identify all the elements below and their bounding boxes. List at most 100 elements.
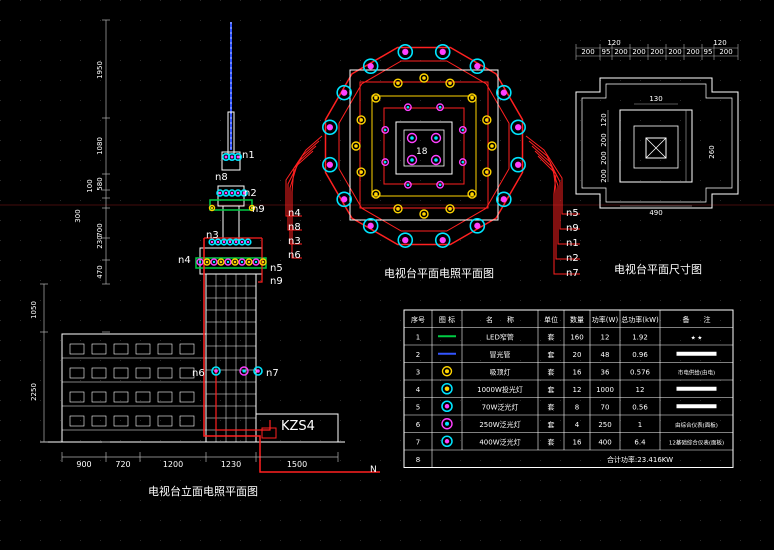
plan-ceiling-lamp-4 — [419, 209, 429, 219]
table-cell-1: 套 — [548, 420, 555, 429]
tag-n3: n3 — [206, 230, 219, 241]
wire-label-left-2: n3 — [288, 236, 301, 247]
hdim-3: 1230 — [221, 460, 241, 469]
table-cell-total: 1.92 — [632, 334, 648, 342]
table-cell-2: 160 — [570, 334, 583, 342]
table-cell-0: 吸顶灯 — [490, 368, 511, 377]
plan-ceiling-lamp-8 — [351, 141, 361, 151]
table-cell-no: 8 — [416, 456, 420, 464]
tag-n2: n2 — [244, 188, 257, 199]
table-cell-no: 4 — [416, 386, 421, 394]
plan-flood-lamp-0 — [434, 44, 451, 60]
plan-dim-left-2: 200 — [600, 151, 608, 164]
wire-label-right-0: n5 — [566, 208, 579, 219]
plan-flood-lamp-10 — [336, 191, 352, 208]
plan-inner-lamp-5 — [404, 103, 412, 112]
plan-inner-lamp-2 — [404, 180, 412, 189]
plan-ceiling-lamp-10 — [371, 93, 381, 103]
table-header-3: 单位 — [544, 315, 558, 324]
lamp-n4-7 — [245, 258, 253, 266]
table-cell-no: 1 — [416, 334, 420, 342]
plan-ceiling-lamp-1 — [482, 167, 492, 177]
table-cell-note: 12基础综合仪表(面板) — [669, 439, 724, 447]
plan-flood-lamp-4 — [510, 156, 526, 173]
vdim-3: 100 — [86, 179, 94, 192]
floodlight-400w-icon — [441, 435, 453, 447]
vdim-5: 700 — [96, 223, 104, 236]
plan-core-lamp-3 — [430, 154, 442, 166]
table-cell-2: 20 — [573, 351, 582, 359]
vdim-4: 300 — [74, 209, 82, 222]
hdim-2: 1200 — [163, 460, 183, 469]
plan-ceiling-lamp-11 — [393, 78, 403, 88]
plan-ceiling-lamp-9 — [356, 115, 366, 125]
table-total: 合计功率:23.416KW — [607, 455, 673, 464]
table-cell-total: 12 — [636, 386, 645, 394]
elevation-title: 电视台立面电照平面图 — [148, 484, 258, 498]
plan-flood-lamp-6 — [469, 218, 486, 234]
lamp-n4-2 — [210, 258, 218, 266]
vdim-8: 1050 — [30, 301, 38, 319]
table-cell-total: 0.576 — [630, 369, 651, 377]
plan-flood-lamp-3 — [510, 119, 526, 136]
plan-flood-lamp-11 — [322, 156, 338, 173]
lamp-n7 — [253, 366, 263, 376]
note-bar — [676, 351, 717, 356]
wire-label-right-4: n7 — [566, 268, 579, 279]
vdim-0: 1950 — [96, 61, 104, 79]
plan-flood-lamp-1 — [469, 58, 486, 74]
lamp-n4-3 — [217, 258, 225, 266]
hdim-4: 1500 — [287, 460, 307, 469]
table-cell-no: 2 — [416, 351, 420, 359]
tag-n9-lower: n9 — [270, 276, 283, 287]
lamp-n4-5 — [231, 258, 239, 266]
plan-dim-row-7: 95 — [704, 48, 713, 56]
lamp-n4-4 — [224, 258, 232, 266]
plan-ceiling-lamp-7 — [356, 167, 366, 177]
table-header-5: 功率(W) — [592, 315, 619, 324]
plan-core-lamp-1 — [430, 132, 442, 144]
plan-dim-row-1: 95 — [602, 48, 611, 56]
table-cell-total: 0.96 — [632, 351, 648, 359]
feeder-line — [203, 238, 380, 473]
lamp-n4-9 — [259, 258, 267, 266]
table-cell-1: 套 — [548, 368, 555, 377]
dim-plan-title: 电视台平面尺寸图 — [614, 262, 702, 276]
table-cell-3: 48 — [601, 351, 610, 359]
tag-n5: n5 — [270, 263, 283, 274]
wire-label-right-3: n2 — [566, 253, 579, 264]
vdim-1: 1080 — [96, 137, 104, 155]
plan-flood-lamp-7 — [434, 232, 451, 248]
table-cell-2: 4 — [575, 421, 580, 429]
table-cell-no: 5 — [416, 404, 420, 412]
lamp-n4-1 — [203, 258, 211, 266]
wire-label-left-1: n8 — [288, 222, 301, 233]
table-cell-0: LED窄管 — [486, 333, 514, 342]
lamp-n6b — [239, 366, 249, 376]
table-cell-2: 16 — [573, 369, 582, 377]
plan-ceiling-lamp-14 — [467, 93, 477, 103]
lamp-n4-6 — [238, 258, 246, 266]
table-cell-2: 12 — [573, 386, 582, 394]
plan-dim-left-1: 200 — [600, 133, 608, 146]
plan-inner-lamp-4 — [381, 126, 390, 134]
vdim-2: 580 — [96, 177, 104, 190]
table-cell-total: 1 — [638, 421, 642, 429]
table-cell-2: 8 — [575, 404, 579, 412]
plan-dim-right: 260 — [708, 145, 716, 158]
plan-dim-top-a: 120 — [607, 39, 620, 47]
table-cell-no: 3 — [416, 369, 420, 377]
vdim-6: 230 — [96, 235, 104, 248]
hdim-0: 900 — [76, 460, 91, 469]
lamp-n9-0 — [208, 204, 216, 212]
table-cell-3: 12 — [601, 334, 610, 342]
table-cell-3: 70 — [601, 404, 610, 412]
plan-inner-lamp-1 — [436, 180, 444, 189]
plan-dim-row-4: 200 — [650, 48, 663, 56]
table-cell-total: 6.4 — [634, 439, 646, 447]
